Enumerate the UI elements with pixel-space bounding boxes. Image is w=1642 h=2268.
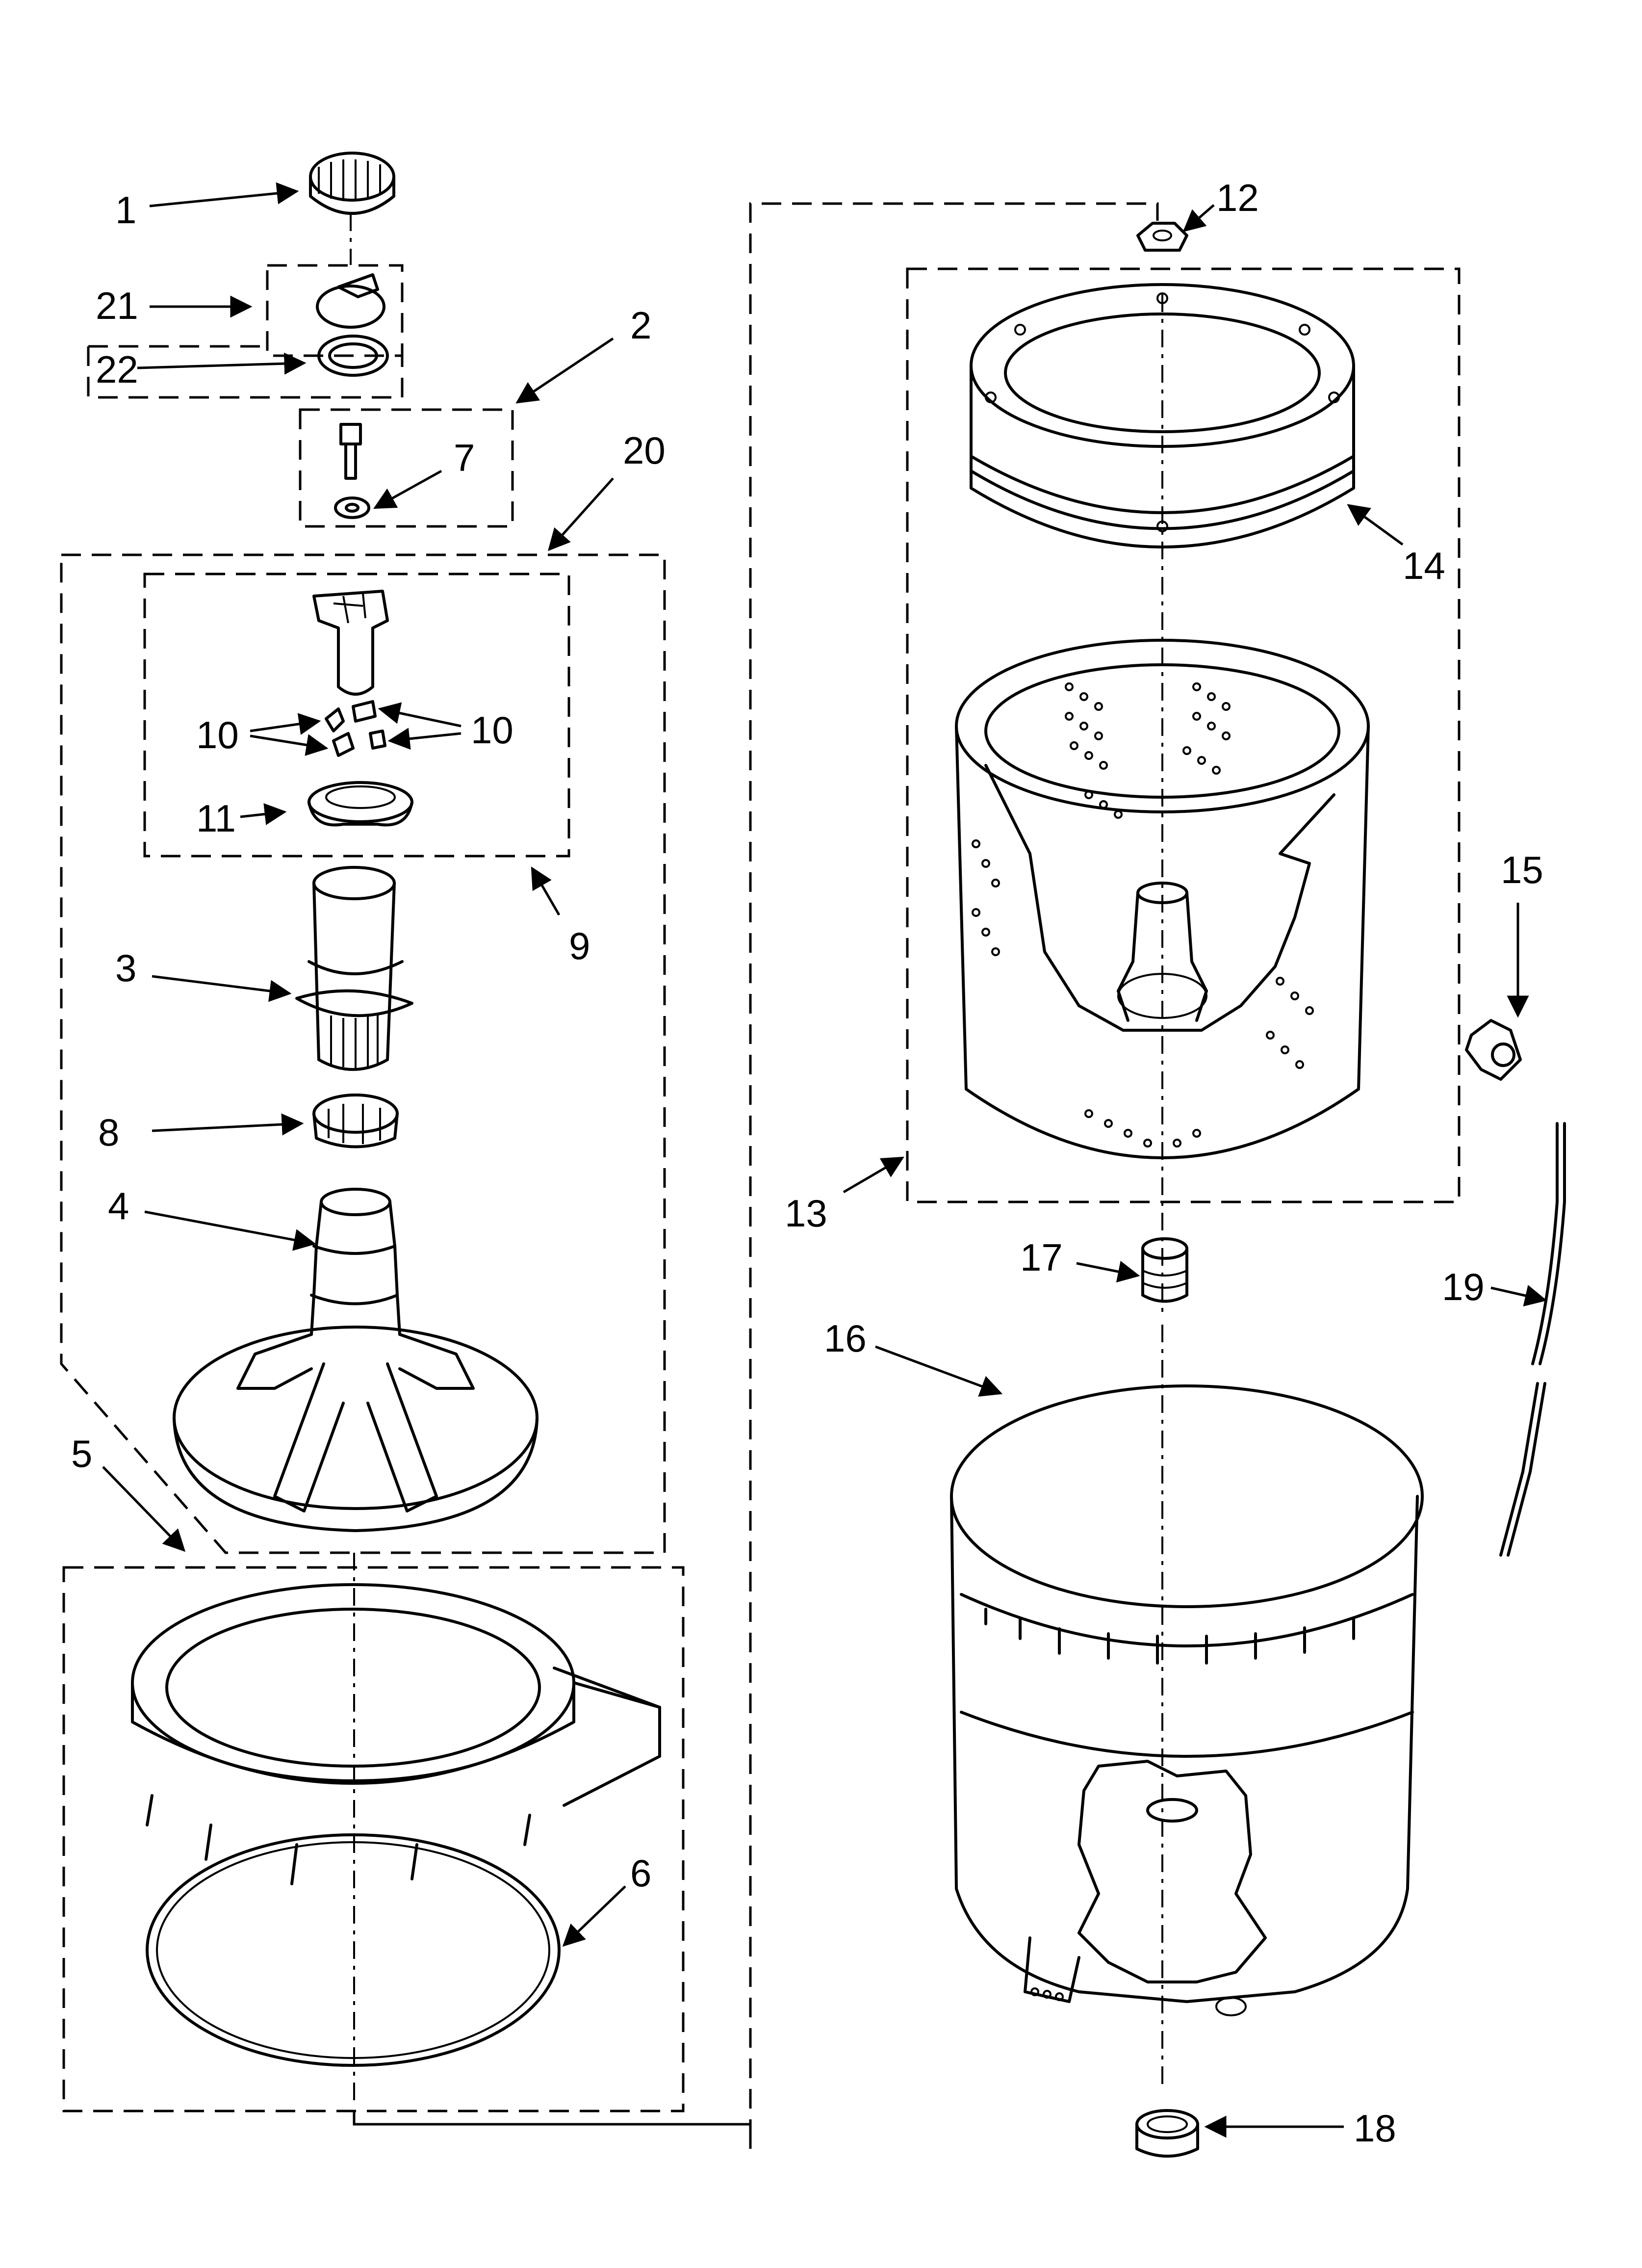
leader-11 [240, 803, 287, 825]
callout-11: 11 [196, 797, 236, 840]
box-5 [62, 1566, 685, 2112]
callout-12: 12 [1216, 176, 1259, 219]
callout-3: 3 [115, 946, 136, 990]
leader-7 [373, 469, 442, 509]
callout-16: 16 [824, 1317, 867, 1360]
callout-5: 5 [71, 1432, 92, 1475]
group-boxes [60, 202, 1461, 2139]
leader-6 [562, 1885, 626, 1947]
leader-16 [875, 1345, 1003, 1397]
callout-17: 17 [1020, 1236, 1063, 1279]
leader-4 [144, 1210, 316, 1251]
box-9 [143, 573, 570, 858]
leader-2 [515, 337, 614, 404]
part-7-bolt-washer [334, 423, 370, 519]
part-4-lower-agitator [173, 1188, 539, 1532]
callout-20: 20 [623, 429, 666, 472]
part-8-coupler [312, 1094, 399, 1148]
assembly-bracket [353, 2111, 752, 2149]
axis-lines [350, 213, 1163, 2105]
box-13 [906, 267, 1461, 1203]
callout-21: 21 [96, 284, 138, 327]
part-15-hose-clip [1465, 1019, 1522, 1081]
part-9-upper-agitator [312, 590, 389, 696]
callout-13: 13 [785, 1192, 827, 1235]
basket-perforations [972, 682, 1314, 1147]
callout-8: 8 [98, 1111, 119, 1154]
leader-arrows [102, 182, 1547, 2138]
callout-2: 2 [630, 304, 651, 347]
callout-19: 19 [1442, 1265, 1485, 1308]
leader-10b-2 [387, 728, 462, 750]
leader-10a-2 [250, 734, 329, 756]
callout-7: 7 [454, 436, 475, 479]
part-10-dogs [325, 700, 386, 757]
callout-9: 9 [569, 924, 590, 967]
leader-19 [1490, 1285, 1547, 1306]
box-20 [60, 553, 666, 1554]
leader-10b-1 [378, 702, 462, 728]
part-1-agitator-cap [309, 152, 395, 215]
callout-10-left: 10 [196, 713, 239, 756]
leader-17 [1076, 1260, 1140, 1283]
callout-6: 6 [630, 1851, 651, 1895]
leader-22 [137, 352, 307, 375]
leader-5 [102, 1466, 186, 1552]
leader-3 [152, 975, 292, 1002]
box-2 [299, 408, 514, 528]
callout-labels: 1 21 22 2 7 20 10 10 11 9 3 8 4 5 6 12 1… [71, 176, 1543, 2150]
part-16-outer-tub [950, 1384, 1424, 2016]
link-line-13 [749, 202, 1159, 2139]
part-6-gasket [146, 1833, 561, 2067]
part-17-tub-bearing [1141, 1237, 1188, 1303]
callout-22: 22 [96, 348, 138, 391]
part-12-nut [1136, 222, 1188, 252]
leader-10a-1 [250, 713, 321, 735]
part-21-cam [316, 273, 385, 329]
callout-4: 4 [108, 1184, 129, 1227]
callout-18: 18 [1354, 2107, 1396, 2150]
callout-1: 1 [115, 188, 136, 232]
part-13-wash-basket [955, 639, 1370, 1159]
part-3-auger [295, 866, 413, 1071]
leader-1 [149, 182, 299, 208]
callout-10-right: 10 [471, 708, 513, 752]
part-19-hose [1499, 1122, 1566, 1557]
leader-8 [152, 1113, 304, 1136]
leader-13 [843, 1156, 904, 1194]
leader-12 [1182, 204, 1215, 232]
leader-20 [547, 477, 614, 551]
callout-14: 14 [1403, 544, 1445, 587]
callout-15: 15 [1501, 848, 1543, 891]
part-14-balance-ring [970, 283, 1355, 548]
part-5-tub-ring [131, 1583, 661, 1885]
part-18-seal [1135, 2109, 1199, 2158]
leader-14 [1347, 504, 1404, 546]
part-11-dog-retainer [308, 781, 413, 827]
part-22-seal-ring [317, 335, 389, 377]
leader-9 [531, 866, 561, 916]
